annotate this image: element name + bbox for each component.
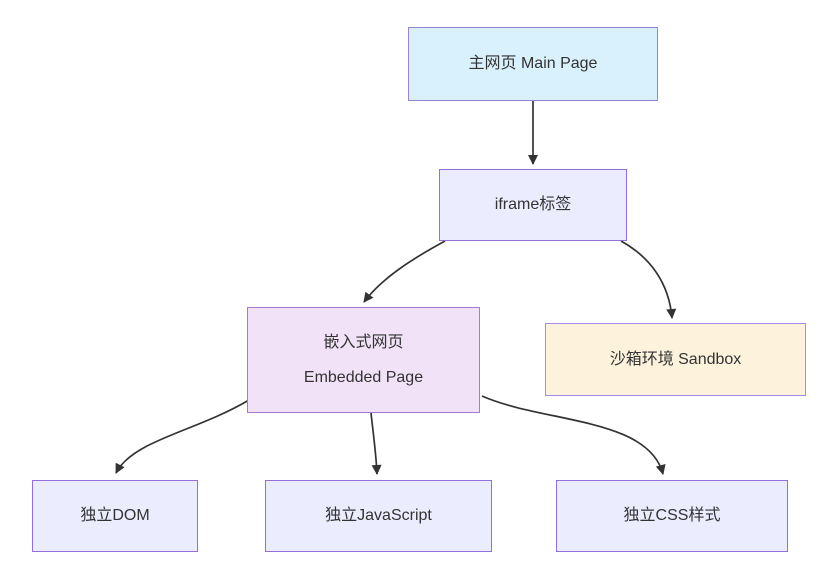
edge-iframe-tag-to-sandbox (620, 240, 677, 319)
node-independent-javascript-label: 独立JavaScript (325, 507, 432, 525)
node-independent-css-label: 独立CSS样式 (623, 507, 721, 525)
edge-embedded-page-to-independent-css (481, 395, 666, 475)
node-independent-dom: 独立DOM (32, 480, 198, 552)
node-embedded-page: 嵌入式网页 Embedded Page (247, 307, 480, 413)
node-main-page-label: 主网页 Main Page (468, 55, 598, 73)
node-independent-dom-label: 独立DOM (80, 507, 150, 525)
edge-embedded-page-to-independent-dom (115, 399, 250, 474)
node-sandbox: 沙箱环境 Sandbox (545, 323, 806, 396)
node-iframe-tag-label: iframe标签 (494, 196, 572, 214)
edge-embedded-page-to-independent-javascript (370, 412, 382, 475)
node-embedded-page-label: 嵌入式网页 Embedded Page (303, 333, 424, 386)
node-independent-javascript: 独立JavaScript (265, 480, 492, 552)
node-main-page: 主网页 Main Page (408, 27, 658, 101)
node-independent-css: 独立CSS样式 (556, 480, 788, 552)
node-sandbox-label: 沙箱环境 Sandbox (609, 350, 742, 368)
node-iframe-tag: iframe标签 (439, 169, 627, 241)
edge-iframe-tag-to-embedded-page (363, 240, 446, 303)
